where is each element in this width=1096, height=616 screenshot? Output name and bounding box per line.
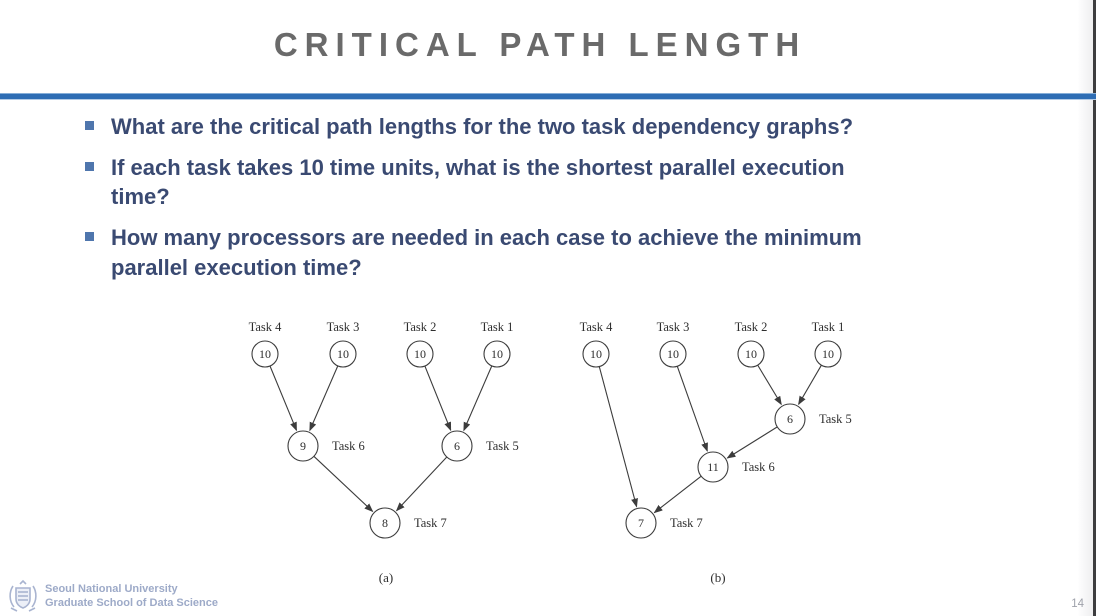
bullet-square-icon — [85, 161, 94, 171]
bullet-item: How many processors are needed in each c… — [84, 223, 1036, 282]
bullet-square-icon — [85, 232, 94, 242]
dependency-edge — [798, 364, 822, 406]
bullet-square-icon — [85, 121, 94, 130]
dependency-edge — [269, 365, 298, 432]
task-node-label: Task 1 — [481, 320, 514, 334]
task-node-value: 10 — [491, 347, 503, 361]
title-divider — [0, 93, 1096, 100]
task-node-label: Task 7 — [670, 516, 703, 530]
task-node-value: 10 — [745, 347, 757, 361]
task-node-value: 10 — [590, 347, 602, 361]
bullet-text: How many processors are needed in each c… — [111, 225, 862, 251]
task-node-label: Task 4 — [249, 320, 283, 334]
bullet-item: What are the critical path lengths for t… — [84, 112, 1036, 142]
dependency-edge — [424, 365, 452, 432]
dependency-edge — [395, 456, 448, 512]
task-node-label: Task 6 — [742, 460, 775, 474]
task-node-value: 9 — [300, 439, 306, 453]
task-node — [774, 403, 806, 435]
footer-org-line1: Seoul National University — [45, 582, 178, 595]
task-graph-b: 10 Task 4 10 Task 3 10 Task 2 10 Task 1 6 Task 5 1… — [580, 320, 852, 585]
screen-edge-shade — [1077, 0, 1093, 616]
task-node-value: 10 — [414, 347, 426, 361]
task-node — [369, 507, 401, 539]
task-node-label: Task 7 — [414, 516, 447, 530]
screen-edge-bar — [1093, 0, 1096, 616]
task-node — [659, 340, 687, 368]
task-node — [329, 340, 357, 368]
bullet-list: What are the critical path lengths for t… — [84, 112, 1036, 293]
task-node-label: Task 5 — [819, 412, 852, 426]
task-node — [441, 430, 473, 462]
task-node — [287, 430, 319, 462]
task-node-label: Task 1 — [812, 320, 845, 334]
task-node — [814, 340, 842, 368]
bullet-text: parallel execution time? — [111, 254, 362, 280]
dependency-edge — [309, 365, 339, 432]
task-node — [483, 340, 511, 368]
task-node-value: 10 — [259, 347, 271, 361]
task-node-value: 8 — [382, 516, 388, 530]
dependency-edge — [653, 475, 702, 514]
task-node-label: Task 5 — [486, 439, 519, 453]
task-node-value: 6 — [454, 439, 460, 453]
bullet-item: If each task takes 10 time units, what i… — [84, 153, 1036, 212]
task-graph-a: 10 Task 4 10 Task 3 10 Task 2 10 Task 1 9 Task 6 6… — [249, 320, 519, 585]
dependency-edge — [598, 366, 638, 508]
task-node — [406, 340, 434, 368]
task-node-value: 7 — [638, 516, 644, 530]
dependency-edge — [463, 365, 493, 432]
dependency-edge — [726, 426, 778, 459]
task-node — [582, 340, 610, 368]
task-node-label: Task 6 — [332, 439, 365, 453]
bullet-text: time? — [111, 184, 170, 210]
task-node-label: Task 2 — [735, 320, 768, 334]
task-node — [737, 340, 765, 368]
task-node-label: Task 4 — [580, 320, 614, 334]
dependency-edge — [757, 364, 782, 406]
bullet-text: If each task takes 10 time units, what i… — [111, 154, 845, 180]
task-node-label: Task 2 — [404, 320, 437, 334]
footer-org-line2: Graduate School of Data Science — [45, 597, 218, 609]
task-node — [697, 451, 729, 483]
dependency-edge — [676, 366, 708, 452]
task-node — [625, 507, 657, 539]
snu-emblem-icon — [9, 579, 37, 612]
task-node-label: Task 3 — [327, 320, 360, 334]
task-node — [251, 340, 279, 368]
slide-title: CRITICAL PATH LENGTH — [273, 26, 807, 63]
diagram-caption: (b) — [710, 570, 725, 585]
diagram-caption: (a) — [379, 570, 393, 585]
bullet-text: What are the critical path lengths for t… — [111, 114, 854, 139]
task-node-value: 11 — [707, 460, 719, 474]
task-node-value: 6 — [787, 412, 793, 426]
page-number: 14 — [1071, 598, 1084, 610]
task-node-value: 10 — [667, 347, 679, 361]
footer-brand: Seoul National University Graduate Schoo… — [7, 579, 218, 613]
dependency-edge — [313, 455, 374, 513]
task-node-value: 10 — [337, 347, 349, 361]
task-node-value: 10 — [822, 347, 834, 361]
task-node-label: Task 3 — [657, 320, 690, 334]
